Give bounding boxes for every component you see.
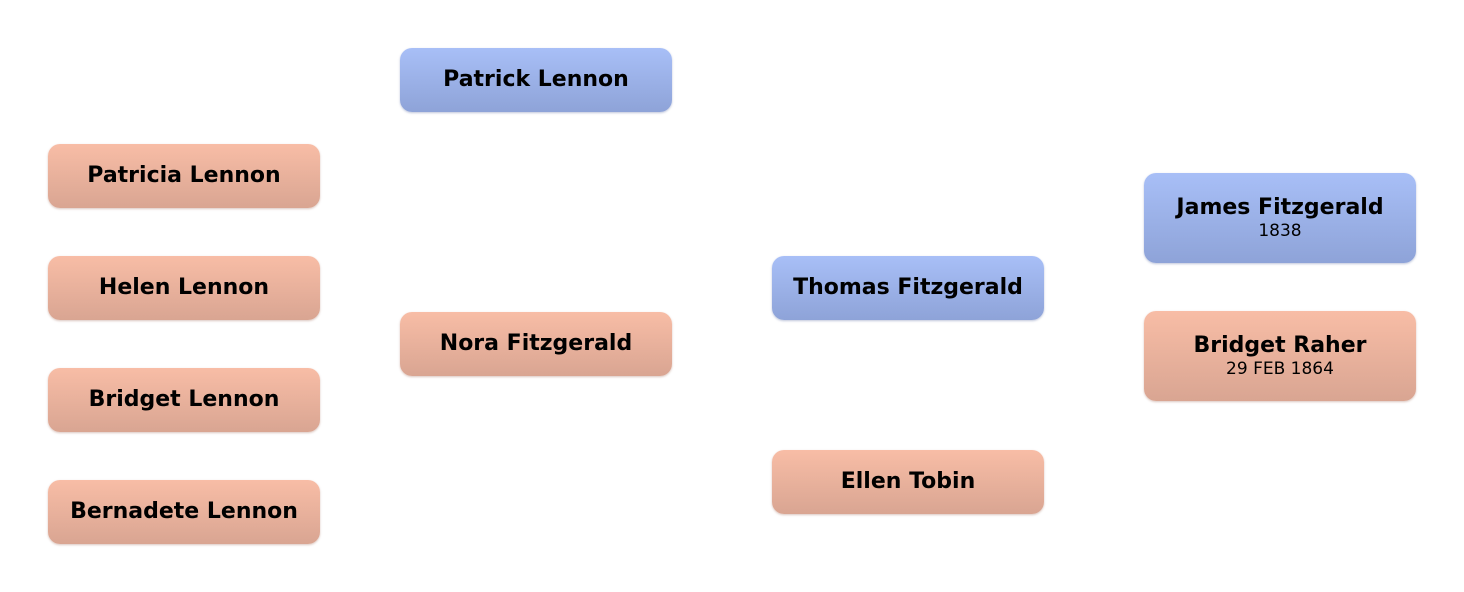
person-node-patricia-lennon[interactable]: Patricia Lennon	[48, 144, 320, 208]
person-date: 1838	[1258, 221, 1302, 241]
person-date: 29 FEB 1864	[1226, 359, 1334, 379]
person-name: Nora Fitzgerald	[439, 331, 633, 356]
person-name: Patricia Lennon	[87, 163, 281, 188]
person-name: Patrick Lennon	[443, 67, 629, 92]
person-node-ellen-tobin[interactable]: Ellen Tobin	[772, 450, 1044, 514]
person-name: Bridget Lennon	[88, 387, 280, 412]
person-node-bridget-lennon[interactable]: Bridget Lennon	[48, 368, 320, 432]
person-name: Bridget Raher	[1193, 333, 1367, 358]
person-name: Ellen Tobin	[840, 469, 976, 494]
person-node-thomas-fitzgerald[interactable]: Thomas Fitzgerald	[772, 256, 1044, 320]
person-node-nora-fitzgerald[interactable]: Nora Fitzgerald	[400, 312, 672, 376]
person-name: James Fitzgerald	[1176, 195, 1384, 220]
person-node-helen-lennon[interactable]: Helen Lennon	[48, 256, 320, 320]
person-name: Helen Lennon	[98, 275, 270, 300]
person-node-james-fitzgerald[interactable]: James Fitzgerald 1838	[1144, 173, 1416, 263]
person-name: Bernadete Lennon	[70, 499, 298, 524]
person-node-patrick-lennon[interactable]: Patrick Lennon	[400, 48, 672, 112]
person-node-bridget-raher[interactable]: Bridget Raher 29 FEB 1864	[1144, 311, 1416, 401]
person-name: Thomas Fitzgerald	[793, 275, 1023, 300]
person-node-bernadete-lennon[interactable]: Bernadete Lennon	[48, 480, 320, 544]
